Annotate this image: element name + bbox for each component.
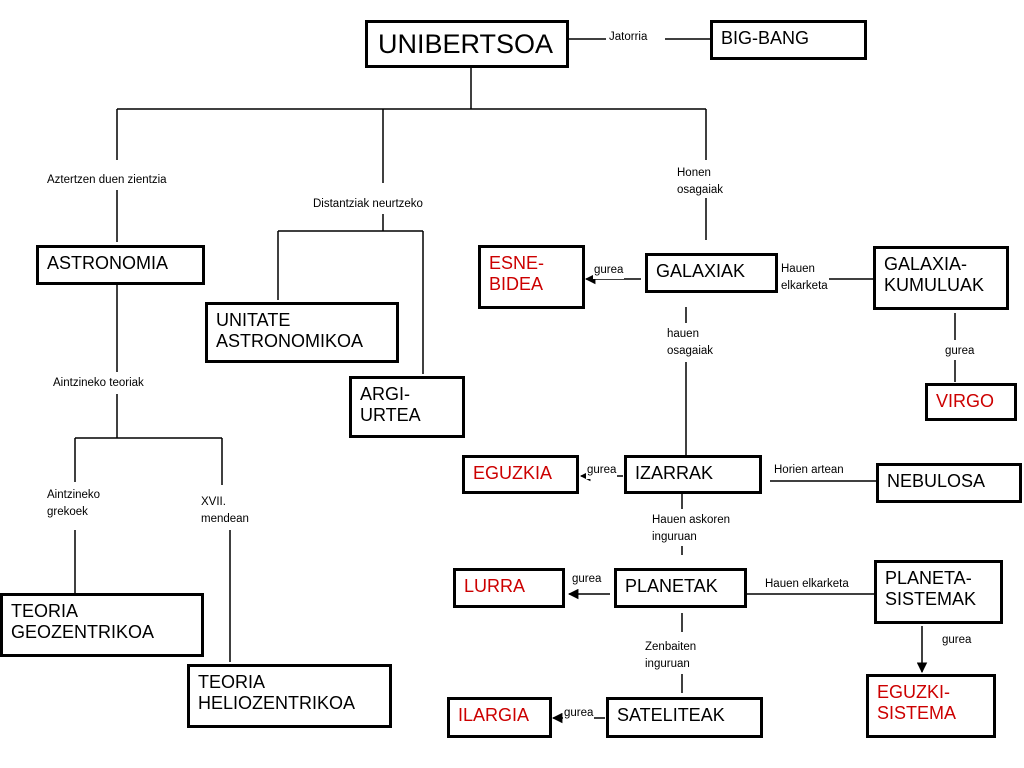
label-zenbaiten: Zenbaiten inguruan [644,639,698,673]
node-galaxiak: GALAXIAK [645,253,778,293]
label-xvii-mendean: XVII. mendean [200,494,250,528]
node-galaxia-kumuluak: GALAXIA- KUMULUAK [873,246,1009,310]
node-unibertsoa: UNIBERTSOA [365,20,569,68]
label-hauen-askoren: Hauen askoren inguruan [651,512,731,546]
label-hauen-elkarketa-planeta: Hauen elkarketa [764,576,850,593]
label-hauen-elkarketa-galaxia: Hauen elkarketa [780,261,829,295]
node-ilargia: ILARGIA [447,697,552,738]
node-teoria-heliozentrikoa: TEORIA HELIOZENTRIKOA [187,664,392,728]
node-big-bang: BIG-BANG [710,20,867,60]
label-honen-osagaiak: Honen osagaiak [676,165,725,199]
node-unitate-astronomikoa: UNITATE ASTRONOMIKOA [205,302,399,363]
label-jatorria: Jatorria [608,29,649,46]
label-aintzineko-teoriak: Aintzineko teoriak [52,375,145,392]
node-teoria-geozentrikoa: TEORIA GEOZENTRIKOA [0,593,204,657]
label-gurea-esnebidea: gurea [593,262,625,279]
label-gurea-virgo: gurea [944,343,976,360]
node-astronomia: ASTRONOMIA [36,245,205,285]
label-aintzineko-grekoek: Aintzineko grekoek [46,487,102,521]
node-planetak: PLANETAK [614,568,747,608]
node-eguzkia: EGUZKIA [462,455,579,494]
node-izarrak: IZARRAK [624,455,762,494]
label-hauen-osagaiak: hauen osagaiak [666,326,715,360]
node-nebulosa: NEBULOSA [876,463,1022,503]
node-virgo: VIRGO [925,383,1017,421]
node-sateliteak: SATELITEAK [606,697,763,738]
label-gurea-lurra: gurea [571,571,603,588]
node-esne-bidea: ESNE- BIDEA [478,245,585,309]
label-distantziak: Distantziak neurtzeko [312,196,424,213]
label-gurea-ilargia: gurea [563,705,595,722]
label-aztertzen: Aztertzen duen zientzia [46,172,168,189]
node-planeta-sistemak: PLANETA- SISTEMAK [874,560,1003,624]
label-gurea-eguzkia: gurea [586,462,618,479]
node-argi-urtea: ARGI- URTEA [349,376,465,438]
label-gurea-eguzki-sistema: gurea [941,632,973,649]
node-lurra: LURRA [453,568,565,608]
label-horien-artean: Horien artean [773,462,845,479]
node-eguzki-sistema: EGUZKI- SISTEMA [866,674,996,738]
